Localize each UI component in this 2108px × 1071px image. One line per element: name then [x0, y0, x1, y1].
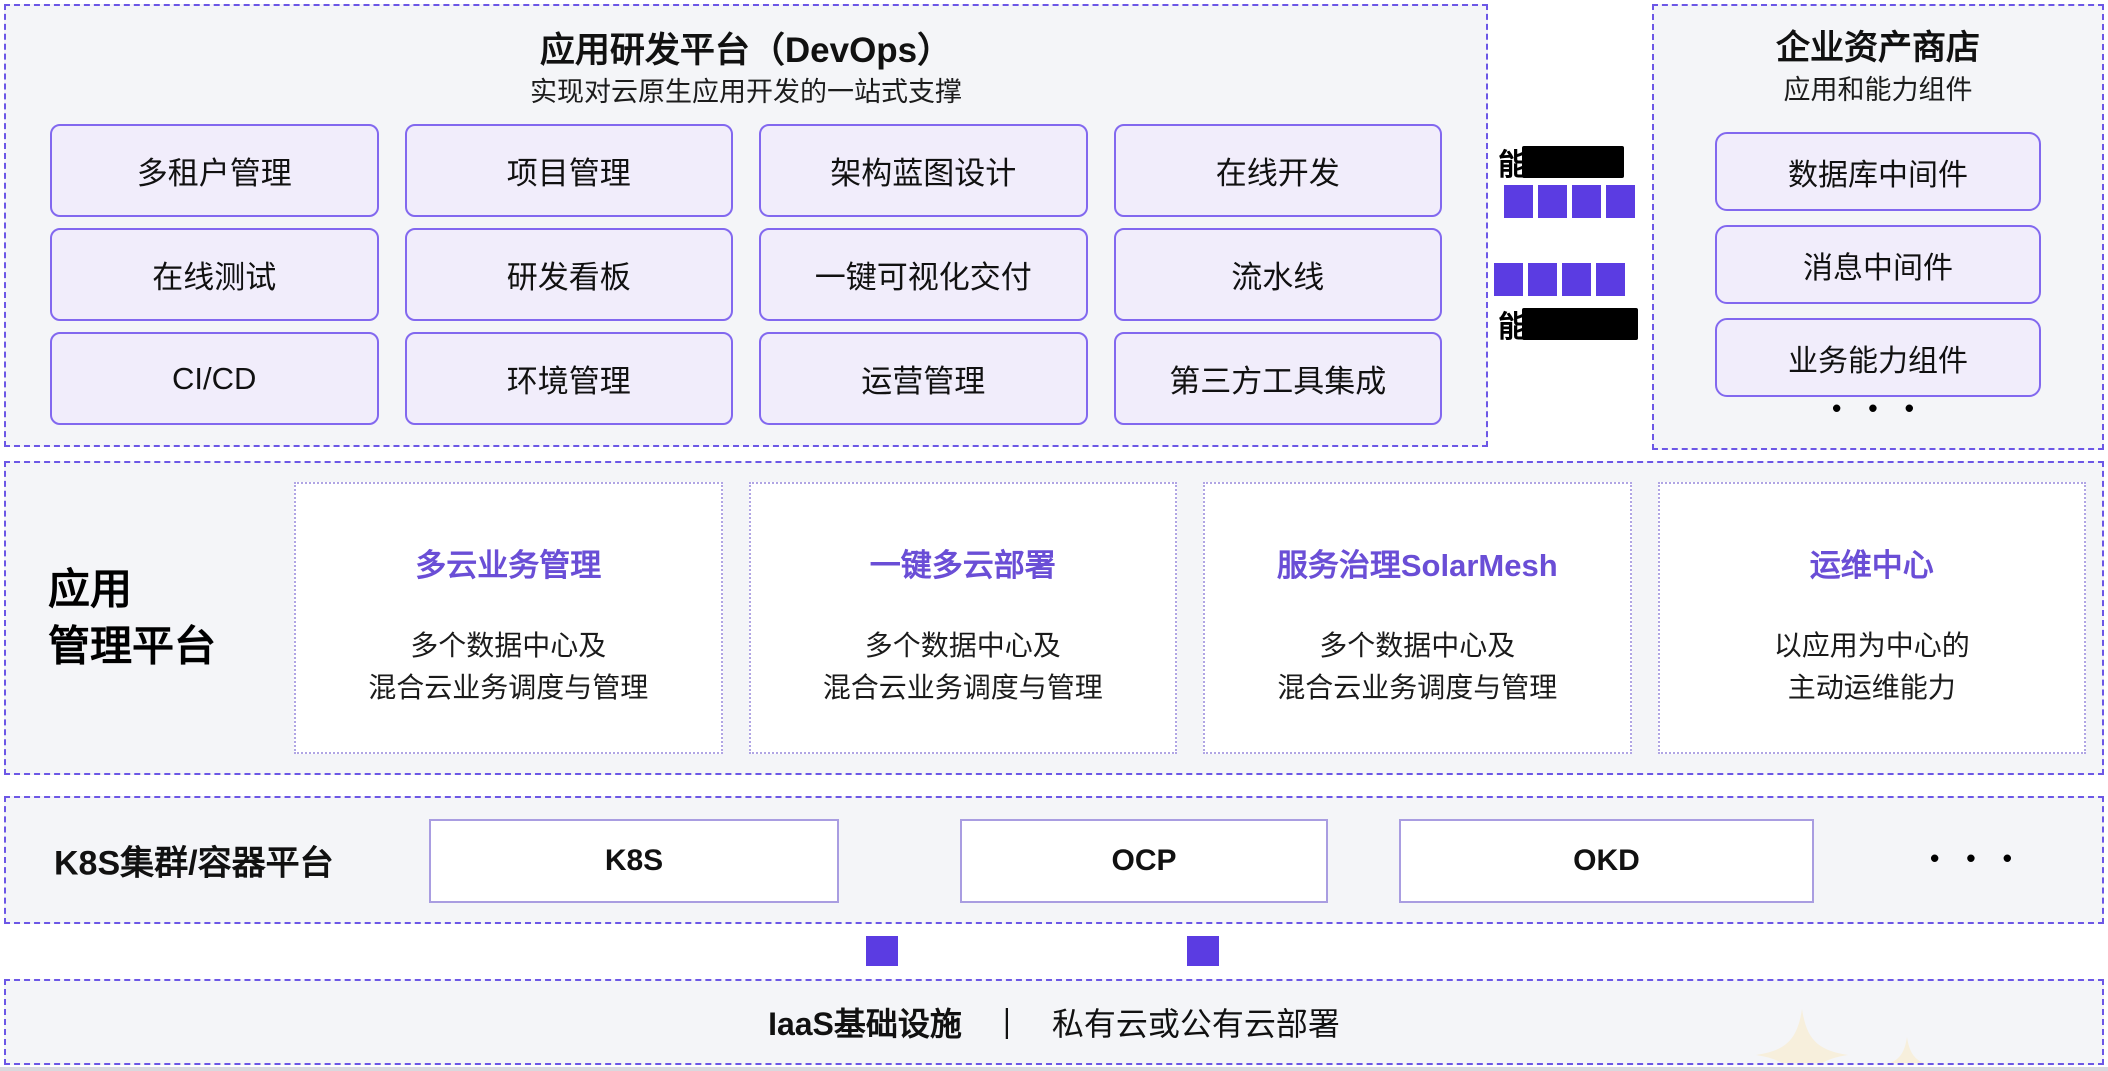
asset-store-item-database-middleware: 数据库中间件	[1715, 132, 2041, 211]
more-items-ellipsis: • • •	[1832, 393, 1924, 423]
asset-store-item-message-middleware: 消息中间件	[1715, 225, 2041, 304]
card-desc-line2: 混合云业务调度与管理	[368, 672, 649, 703]
app-management-label: 应用 管理平台	[48, 561, 216, 674]
card-desc-line1: 多个数据中心及	[410, 630, 607, 661]
iaas-description: 私有云或公有云部署	[1051, 1006, 1340, 1042]
square-icon	[1572, 185, 1601, 218]
platform-box-ocp: OCP	[960, 819, 1328, 903]
sparkle-icon	[1756, 1009, 1848, 1063]
redacted-text-bar	[1522, 308, 1638, 340]
asset-store-panel: 企业资产商店 应用和能力组件 数据库中间件 消息中间件 业务能力组件 • • •	[1652, 4, 2104, 450]
card-description: 以应用为中心的 主动运维能力	[1660, 625, 2085, 709]
card-title: 运维中心	[1809, 548, 1934, 583]
card-desc-line2: 混合云业务调度与管理	[1277, 672, 1558, 703]
bridge-squares-row-2	[1494, 263, 2108, 577]
card-title: 一键多云部署	[869, 548, 1056, 583]
redacted-text-bar	[1522, 146, 1624, 178]
connector-square-icon	[1187, 936, 1219, 966]
devops-chip-visual-delivery: 一键可视化交付	[759, 228, 1088, 321]
asset-store-items: 数据库中间件 消息中间件 业务能力组件	[1654, 132, 2102, 397]
devops-chip-project-mgmt: 项目管理	[404, 124, 733, 217]
devops-chip-multitenant: 多租户管理	[50, 124, 379, 217]
square-icon	[1538, 185, 1567, 218]
card-desc-line2: 主动运维能力	[1787, 672, 1956, 703]
devops-chip-blueprint-design: 架构蓝图设计	[759, 124, 1088, 217]
bridge-bottom-label: 能	[1498, 302, 1638, 346]
card-service-governance-solarmesh: 服务治理SolarMesh 多个数据中心及 混合云业务调度与管理	[1203, 482, 1632, 754]
container-platform-label: K8S集群/容器平台	[54, 844, 334, 883]
card-oneclick-multicloud-deploy: 一键多云部署 多个数据中心及 混合云业务调度与管理	[748, 482, 1177, 754]
square-icon	[1504, 185, 1533, 218]
asset-store-subtitle: 应用和能力组件	[1783, 75, 1973, 105]
card-title: 服务治理SolarMesh	[1276, 548, 1558, 583]
card-desc-line2: 混合云业务调度与管理	[822, 672, 1103, 703]
square-icon	[1596, 263, 1625, 296]
card-multicloud-business-mgmt: 多云业务管理 多个数据中心及 混合云业务调度与管理	[294, 482, 723, 754]
card-description: 多个数据中心及 混合云业务调度与管理	[296, 625, 721, 709]
card-desc-line1: 多个数据中心及	[864, 630, 1061, 661]
square-icon	[1606, 185, 1635, 218]
card-desc-line1: 多个数据中心及	[1319, 630, 1516, 661]
bottom-edge-strip	[0, 1067, 2108, 1071]
devops-chip-thirdparty-tools: 第三方工具集成	[1113, 332, 1442, 425]
app-management-label-line1: 应用	[48, 565, 133, 613]
card-description: 多个数据中心及 混合云业务调度与管理	[751, 625, 1176, 709]
card-title: 多云业务管理	[415, 548, 602, 583]
more-platforms-ellipsis: • • •	[1930, 842, 2022, 873]
connector-square-icon	[866, 936, 898, 966]
devops-platform-panel: 应用研发平台（DevOps） 实现对云原生应用开发的一站式支撑 多租户管理 项目…	[4, 4, 1488, 447]
devops-chip-cicd: CI/CD	[50, 332, 379, 425]
iaas-panel: IaaS基础设施 ｜ 私有云或公有云部署	[4, 979, 2104, 1065]
iaas-text-line: IaaS基础设施 ｜ 私有云或公有云部署	[6, 981, 2102, 1063]
devops-chip-kanban: 研发看板	[404, 228, 733, 321]
iaas-title: IaaS基础设施	[768, 1006, 962, 1042]
devops-chip-ops-mgmt: 运营管理	[759, 332, 1088, 425]
bridge-squares-row-1	[1504, 185, 1635, 218]
app-management-label-line2: 管理平台	[48, 622, 217, 669]
devops-capability-grid: 多租户管理 项目管理 架构蓝图设计 在线开发 在线测试 研发看板 一键可视化交付…	[50, 124, 1442, 425]
bridge-top-label: 能	[1498, 140, 1624, 184]
devops-panel-subtitle: 实现对云原生应用开发的一站式支撑	[530, 77, 962, 107]
iaas-separator: ｜	[991, 1009, 1022, 1042]
platform-box-okd: OKD	[1399, 819, 1814, 903]
devops-chip-pipeline: 流水线	[1113, 228, 1442, 321]
container-platform-panel: K8S集群/容器平台 K8S OCP OKD • • •	[4, 796, 2104, 924]
devops-chip-online-dev: 在线开发	[1113, 124, 1442, 217]
sparkle-icon	[1889, 1037, 1925, 1063]
square-icon	[1494, 263, 1523, 296]
card-description: 多个数据中心及 混合云业务调度与管理	[1205, 625, 1630, 709]
card-ops-center: 运维中心 以应用为中心的 主动运维能力	[1657, 482, 2086, 754]
capability-bridge: 能 能	[1490, 4, 1652, 447]
square-icon	[1562, 263, 1591, 296]
app-management-cards: 多云业务管理 多个数据中心及 混合云业务调度与管理 一键多云部署 多个数据中心及…	[294, 482, 2086, 754]
app-management-panel: 应用 管理平台 多云业务管理 多个数据中心及 混合云业务调度与管理 一键多云部署…	[4, 461, 2104, 775]
asset-store-item-business-component: 业务能力组件	[1715, 318, 2041, 397]
platform-box-k8s: K8S	[429, 819, 839, 903]
devops-chip-online-test: 在线测试	[50, 228, 379, 321]
devops-chip-env-mgmt: 环境管理	[404, 332, 733, 425]
card-desc-line1: 以应用为中心的	[1773, 630, 1970, 661]
devops-panel-title: 应用研发平台（DevOps）	[539, 31, 953, 70]
square-icon	[1528, 263, 1557, 296]
asset-store-title: 企业资产商店	[1776, 29, 1980, 67]
